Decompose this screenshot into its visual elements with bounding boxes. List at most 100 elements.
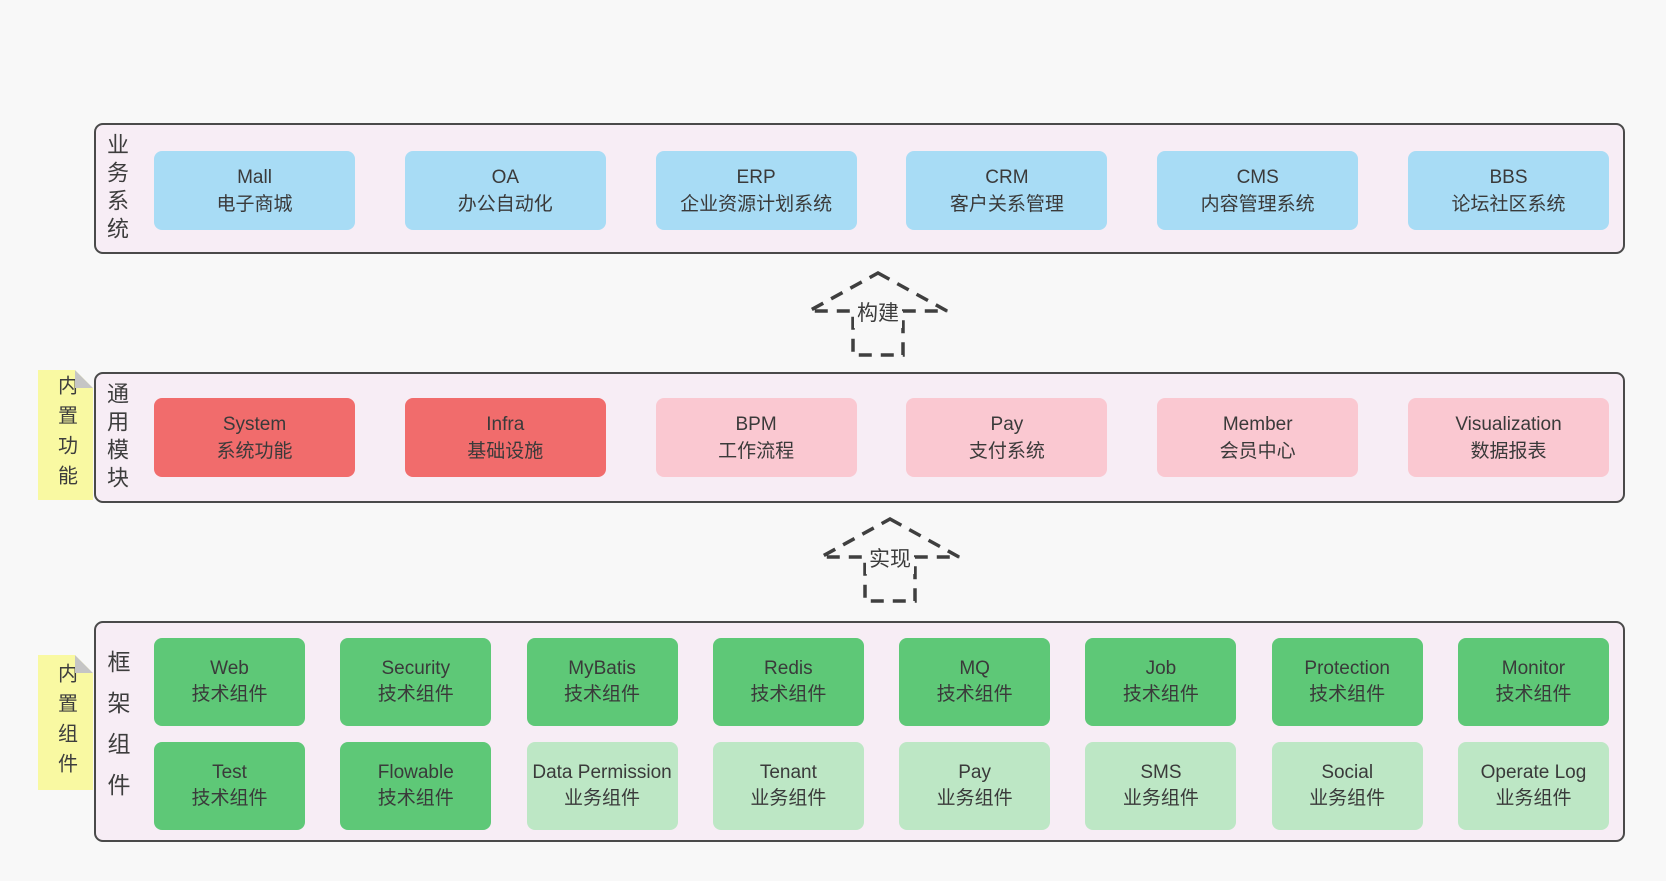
box-desc: 业务组件 <box>936 788 1013 809</box>
box-desc: 基础设施 <box>467 440 544 462</box>
box-name: Mall <box>237 166 272 188</box>
sticky-features-label: 内置功能 <box>54 375 77 495</box>
box-infra: Infra 基础设施 <box>404 398 606 477</box>
modules-boxes-row: System 系统功能 Infra 基础设施 BPM 工作流程 Pay 支付系统… <box>154 398 1609 477</box>
box-name: Operate Log <box>1480 762 1587 783</box>
box-name: Security <box>381 658 451 679</box>
box-desc: 业务组件 <box>1309 788 1386 809</box>
section-modules-label-wrap: 通用模块 <box>104 374 129 501</box>
box-job: Job 技术组件 <box>1085 638 1237 726</box>
box-pay-biz: Pay 业务组件 <box>899 742 1051 830</box>
box-data-permission: Data Permission 业务组件 <box>526 742 678 830</box>
sticky-note-builtin-components: 内置组件 <box>38 655 93 790</box>
box-desc: 数据报表 <box>1470 440 1547 462</box>
box-desc: 论坛社区系统 <box>1451 193 1566 215</box>
box-desc: 内容管理系统 <box>1200 193 1315 215</box>
components-row-2: Test 技术组件 Flowable 技术组件 Data Permission … <box>154 742 1609 830</box>
folded-corner <box>75 655 93 673</box>
box-desc: 工作流程 <box>718 440 795 462</box>
box-name: Pay <box>958 762 991 783</box>
box-desc: 技术组件 <box>191 684 268 705</box>
box-desc: 技术组件 <box>750 684 827 705</box>
box-visualization: Visualization 数据报表 <box>1407 398 1609 477</box>
box-mq: MQ 技术组件 <box>899 638 1051 726</box>
box-name: BPM <box>735 413 777 435</box>
implement-arrow-label: 实现 <box>866 542 914 574</box>
box-pay: Pay 支付系统 <box>906 398 1108 477</box>
box-desc: 会员中心 <box>1219 440 1296 462</box>
folded-corner <box>75 370 93 388</box>
box-operate-log: Operate Log 业务组件 <box>1457 742 1609 830</box>
section-framework-components: 框架组件 Web 技术组件 Security 技术组件 MyBatis 技术组件… <box>94 621 1625 842</box>
box-sms: SMS 业务组件 <box>1085 742 1237 830</box>
box-name: Test <box>212 762 247 783</box>
dashed-up-arrow-icon <box>820 517 960 603</box>
box-name: Monitor <box>1501 658 1566 679</box>
box-cms: CMS 内容管理系统 <box>1157 151 1359 230</box>
box-name: Infra <box>486 413 525 435</box>
section-business-label-wrap: 业务系统 <box>104 125 129 252</box>
box-protection: Protection 技术组件 <box>1271 638 1423 726</box>
box-desc: 技术组件 <box>1122 684 1199 705</box>
box-name: BBS <box>1489 166 1528 188</box>
components-row-1: Web 技术组件 Security 技术组件 MyBatis 技术组件 Redi… <box>154 638 1609 726</box>
sticky-note-builtin-features: 内置功能 <box>38 370 93 500</box>
section-modules-label: 通用模块 <box>104 381 129 494</box>
section-business-label: 业务系统 <box>104 132 129 245</box>
box-bpm: BPM 工作流程 <box>655 398 857 477</box>
box-desc: 技术组件 <box>191 788 268 809</box>
box-desc: 业务组件 <box>750 788 827 809</box>
box-web: Web 技术组件 <box>154 638 305 726</box>
box-mybatis: MyBatis 技术组件 <box>526 638 678 726</box>
box-name: SMS <box>1140 762 1182 783</box>
box-name: Flowable <box>377 762 454 783</box>
box-crm: CRM 客户关系管理 <box>906 151 1108 230</box>
box-test: Test 技术组件 <box>154 742 305 830</box>
box-name: OA <box>491 166 520 188</box>
box-monitor: Monitor 技术组件 <box>1457 638 1609 726</box>
box-system: System 系统功能 <box>154 398 355 477</box>
section-components-label-wrap: 框架组件 <box>104 623 130 840</box>
box-desc: 支付系统 <box>968 440 1045 462</box>
build-arrow-label: 构建 <box>854 296 902 328</box>
box-desc: 技术组件 <box>1495 684 1572 705</box>
box-name: System <box>222 413 287 435</box>
build-arrow: 构建 <box>806 270 950 358</box>
box-desc: 业务组件 <box>1495 788 1572 809</box>
dashed-up-arrow-icon <box>808 271 948 357</box>
box-name: Social <box>1321 762 1374 783</box>
box-name: Visualization <box>1455 413 1562 435</box>
business-boxes-row: Mall 电子商城 OA 办公自动化 ERP 企业资源计划系统 CRM 客户关系… <box>154 151 1609 230</box>
box-desc: 技术组件 <box>377 684 454 705</box>
box-tenant: Tenant 业务组件 <box>712 742 864 830</box>
section-common-modules: 通用模块 System 系统功能 Infra 基础设施 BPM 工作流程 Pay… <box>94 372 1625 503</box>
box-security: Security 技术组件 <box>340 638 492 726</box>
box-desc: 办公自动化 <box>457 193 553 215</box>
box-name: MQ <box>959 658 990 679</box>
box-name: Tenant <box>759 762 817 783</box>
box-oa: OA 办公自动化 <box>404 151 606 230</box>
box-desc: 技术组件 <box>936 684 1013 705</box>
box-name: Web <box>210 658 249 679</box>
box-erp: ERP 企业资源计划系统 <box>655 151 857 230</box>
box-name: Redis <box>764 658 813 679</box>
box-desc: 业务组件 <box>1122 788 1199 809</box>
box-desc: 系统功能 <box>216 440 293 462</box>
box-desc: 客户关系管理 <box>949 193 1064 215</box>
box-bbs: BBS 论坛社区系统 <box>1407 151 1609 230</box>
box-name: Data Permission <box>532 762 672 783</box>
implement-arrow: 实现 <box>818 516 962 604</box>
box-desc: 技术组件 <box>377 788 454 809</box>
section-components-label: 框架组件 <box>104 649 130 814</box>
box-name: ERP <box>736 166 776 188</box>
section-business-systems: 业务系统 Mall 电子商城 OA 办公自动化 ERP 企业资源计划系统 CRM… <box>94 123 1625 254</box>
box-name: Job <box>1145 658 1177 679</box>
box-name: CRM <box>985 166 1029 188</box>
box-desc: 技术组件 <box>1309 684 1386 705</box>
box-desc: 业务组件 <box>564 788 641 809</box>
box-name: Protection <box>1304 658 1390 679</box>
box-name: Member <box>1222 413 1293 435</box>
box-redis: Redis 技术组件 <box>712 638 864 726</box>
sticky-components-label: 内置组件 <box>54 662 77 783</box>
